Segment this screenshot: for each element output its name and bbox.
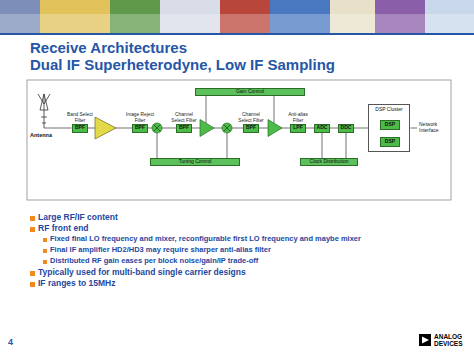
block-label: Anti-alias Filter (283, 112, 313, 123)
control-bar: Clock Distribution (300, 158, 358, 166)
bullet-square (30, 271, 35, 276)
amplifier-symbol (200, 120, 214, 137)
signal-connector (330, 128, 338, 129)
signal-connector (354, 128, 368, 129)
block-text: BPF (179, 125, 189, 131)
diagram-frame (27, 80, 451, 200)
control-bar: Tuning Control (150, 158, 240, 166)
block-text: Clock Distribution (310, 159, 349, 165)
sub-bullet-text: Fixed final LO frequency and mixer, reco… (50, 235, 361, 244)
gain-wire (206, 96, 207, 123)
slide-title: Receive Architectures (30, 39, 187, 56)
block-text: Gain Control (236, 89, 264, 95)
bullet-square (30, 216, 35, 221)
signal-connector (322, 133, 323, 159)
block-label: Channel Select Filter (169, 112, 199, 123)
tuning-wire (227, 133, 228, 158)
block-text: BPF (246, 125, 256, 131)
interface-label: Network Interface (419, 122, 447, 134)
signal-connector (306, 128, 314, 129)
signal-block: Band Select FilterBPF (72, 124, 88, 133)
banner-ground (0, 0, 474, 33)
block-text: LPF (293, 125, 302, 131)
signal-block: Anti-alias FilterLPF (290, 124, 306, 133)
signal-block: DDC (338, 124, 354, 133)
signal-block: ADC (314, 124, 330, 133)
gain-wire (274, 96, 275, 123)
block-text: DSP Cluster (375, 107, 402, 113)
mixer-circle (152, 123, 162, 133)
block-text: Tuning Control (179, 159, 212, 165)
bullet-text: IF ranges to 15MHz (38, 279, 115, 289)
bullet-text: Large RF/IF content (38, 213, 118, 223)
control-bar: Gain Control (195, 88, 305, 96)
signal-block: Channel Select FilterBPF (176, 124, 192, 133)
banner-rule (0, 33, 474, 35)
slide-subtitle: Dual IF Superheterodyne, Low IF Sampling (30, 56, 335, 73)
signal-connector (346, 133, 347, 159)
mixer-circle (222, 123, 232, 133)
sub-bullet-text: Final IF amplifier HD2/HD3 may require s… (50, 246, 271, 255)
sub-bullet-text: Distributed RF gain eases per block nois… (50, 257, 258, 266)
tuning-wire (157, 133, 158, 158)
block-text: BPF (135, 125, 145, 131)
signal-wires (44, 96, 417, 158)
bullet-square (43, 260, 47, 264)
mixer-cross (154, 125, 161, 132)
dsp-chip: DSP (380, 120, 400, 130)
mixer-symbol (222, 123, 232, 133)
mixer-cross (224, 125, 231, 132)
antenna-braces (40, 94, 48, 110)
logo-text: ANALOG DEVICES (434, 334, 470, 347)
block-text: BPF (75, 125, 85, 131)
banner-sheen (0, 14, 474, 33)
block-label: Image Reject Filter (125, 112, 155, 123)
page-number: 4 (8, 337, 13, 347)
block-text: DSP (385, 122, 395, 128)
bullet-square (43, 249, 47, 253)
signal-block: Channel Select FilterBPF (243, 124, 259, 133)
antenna-feed (44, 128, 72, 129)
dsp-chip: DSP (380, 137, 400, 147)
logo-triangle (422, 337, 429, 344)
logo-square (419, 334, 431, 346)
block-text: ADC (317, 125, 328, 131)
block-label: Band Select Filter (65, 112, 95, 123)
bullet-text: Typically used for multi-band single car… (38, 268, 246, 278)
lna-symbol (95, 117, 116, 139)
bullet-square (30, 227, 35, 232)
amplifier-symbol (268, 120, 282, 137)
logo-mark (419, 334, 431, 346)
antenna-rungs (40, 110, 48, 123)
signal-block: Image Reject FilterBPF (132, 124, 148, 133)
block-text: DDC (341, 125, 352, 131)
antenna-symbol (38, 94, 50, 128)
header-banner (0, 0, 474, 35)
bullet-text: RF front end (38, 224, 89, 234)
mixer-symbol (152, 123, 162, 133)
network-wire (411, 128, 418, 129)
dsp-cluster: DSP ClusterDSP DSP (368, 104, 410, 152)
block-text: DSP (385, 139, 395, 145)
block-label: Channel Select Filter (236, 112, 266, 123)
bullet-square (30, 282, 35, 287)
antenna-label: Antenna (30, 132, 52, 138)
bullet-square (43, 238, 47, 242)
